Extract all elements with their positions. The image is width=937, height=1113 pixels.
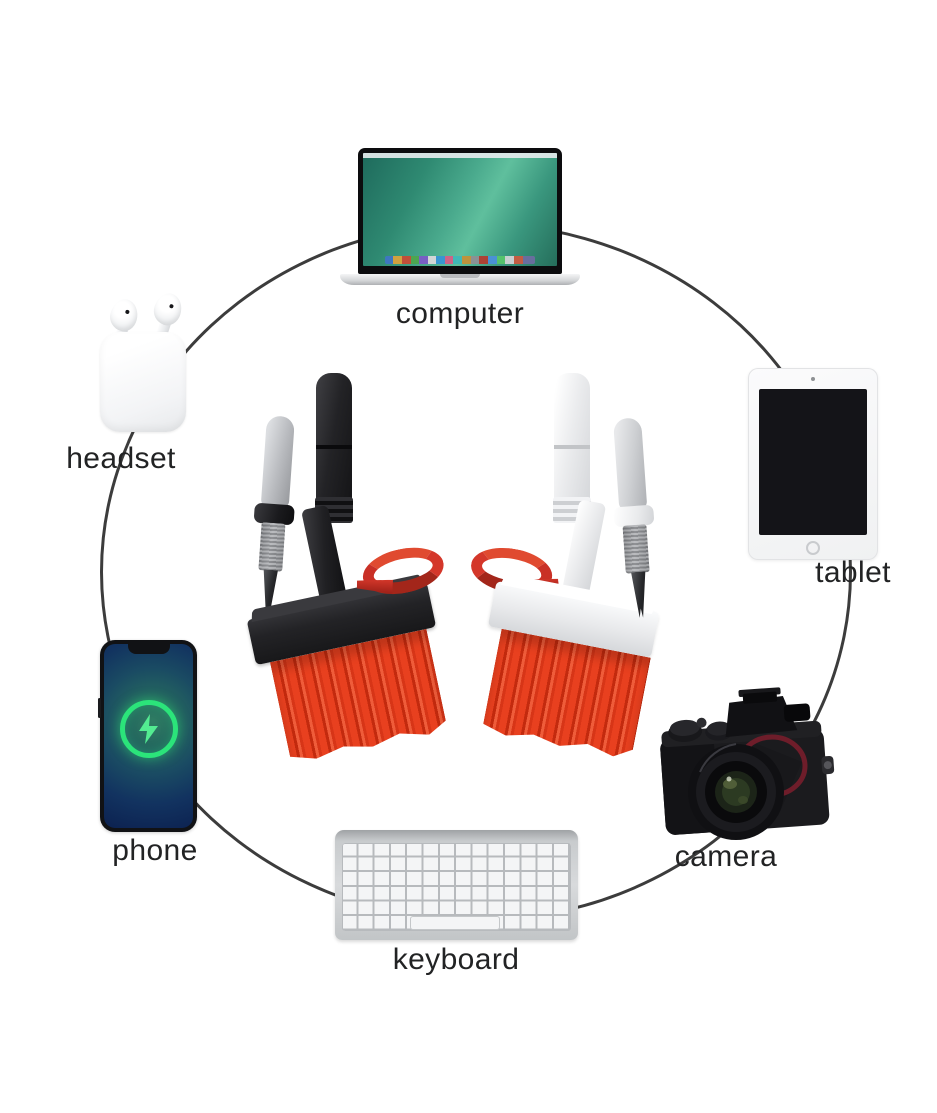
label-phone: phone xyxy=(112,834,198,867)
tablet-camera-dot xyxy=(811,377,815,381)
laptop xyxy=(340,148,580,288)
laptop-dock-icons xyxy=(385,256,535,264)
keyboard-keys xyxy=(342,843,571,931)
tablet-home-button xyxy=(806,541,820,555)
keyboard-spacebar xyxy=(411,917,499,929)
white-brush xyxy=(460,481,704,767)
earbud-sensor-dot xyxy=(168,303,174,309)
camera-lens xyxy=(688,734,808,840)
phone xyxy=(98,640,197,832)
earbuds-headset xyxy=(98,289,198,434)
pen-cap xyxy=(260,415,296,509)
charging-ring-icon xyxy=(119,699,178,758)
laptop-base xyxy=(340,274,580,285)
cleaning-kit xyxy=(230,360,700,780)
pen-cap xyxy=(612,417,648,511)
phone-notch xyxy=(127,644,170,654)
earbud-head xyxy=(107,296,141,334)
laptop-menubar xyxy=(363,153,557,158)
earbud-sensor-dot xyxy=(124,309,130,315)
laptop-screen xyxy=(358,148,562,274)
label-tablet: tablet xyxy=(815,556,891,589)
black-handle-rod xyxy=(315,373,353,523)
earbuds-case xyxy=(100,332,186,432)
label-keyboard: keyboard xyxy=(392,943,520,976)
earbud-head xyxy=(150,289,186,329)
pen-collar xyxy=(613,504,655,528)
pen-tip xyxy=(630,571,650,618)
tablet-screen xyxy=(759,389,867,535)
puller-ring xyxy=(358,540,448,601)
pen-metal-section xyxy=(622,524,650,574)
phone-screen xyxy=(104,644,193,828)
keyboard xyxy=(335,830,578,940)
label-computer: computer xyxy=(395,297,525,330)
lightning-bolt-icon xyxy=(138,713,158,744)
tablet xyxy=(748,368,878,560)
label-headset: headset xyxy=(66,442,176,475)
laptop-wallpaper xyxy=(363,153,557,266)
black-brush xyxy=(220,482,468,770)
dslr-camera xyxy=(660,687,835,840)
label-camera: camera xyxy=(674,840,778,873)
